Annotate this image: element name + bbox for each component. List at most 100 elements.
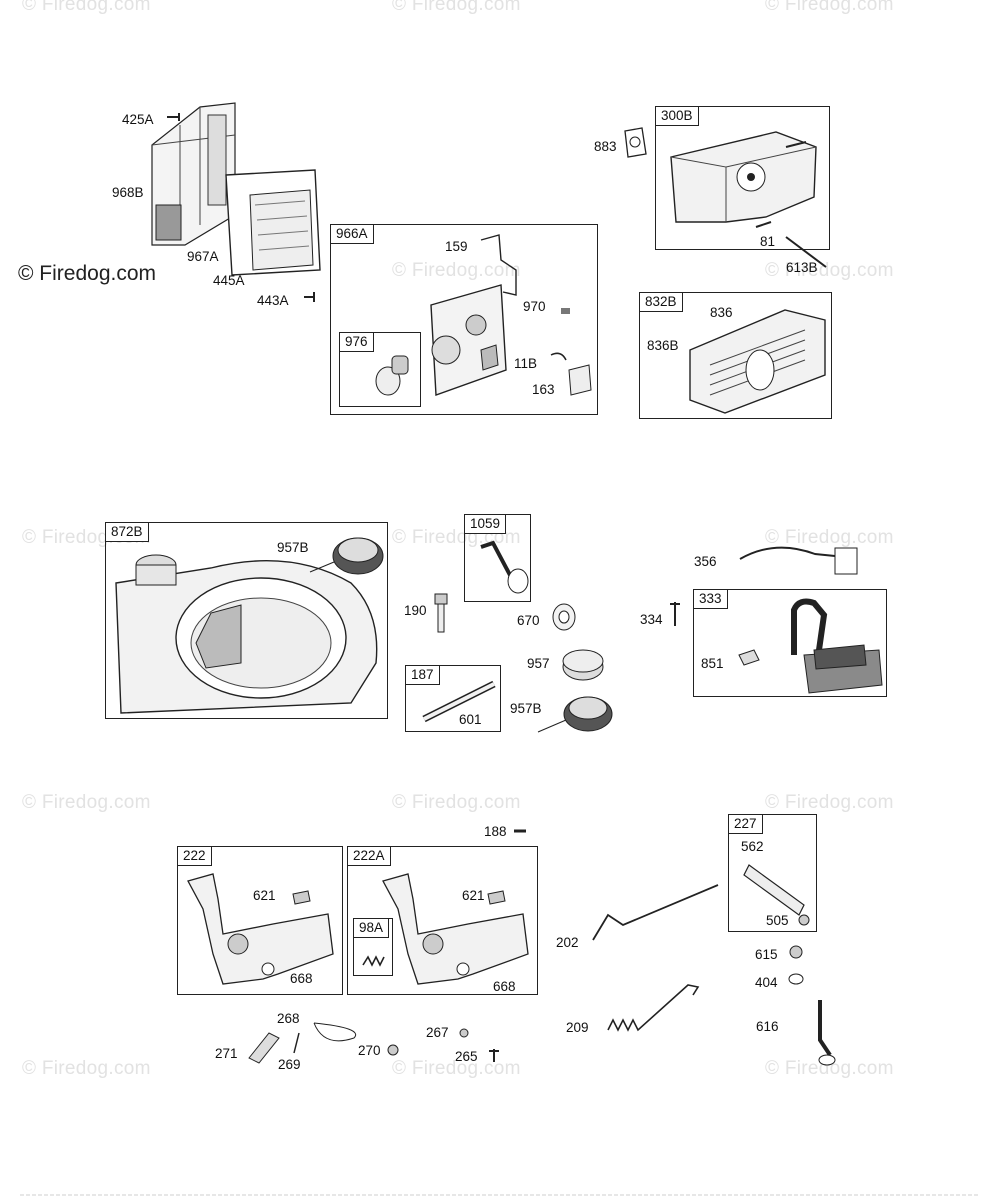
watermark: © Firedog.com <box>765 1058 894 1079</box>
watermark: © Firedog.com <box>392 1058 521 1079</box>
part-label: 270 <box>358 1043 381 1058</box>
carburetor-bracket-drawing <box>430 234 592 396</box>
part-label: 425A <box>122 112 154 127</box>
screw-icon <box>489 1049 499 1062</box>
part-label: 883 <box>594 139 617 154</box>
group-box-300B: 300B <box>655 106 830 268</box>
part-label: 957B <box>510 701 542 716</box>
part-label: 356 <box>694 554 717 569</box>
copyright-notice: © Firedog.com <box>18 262 157 285</box>
group-tag: 187 <box>405 665 440 685</box>
group-tag: 222 <box>177 846 212 866</box>
group-tag: 872B <box>105 522 149 542</box>
group-box-222: 222 <box>177 846 343 995</box>
primer-bulb-drawing <box>375 355 409 396</box>
nut-icon <box>789 945 803 959</box>
watermark: © Firedog.com <box>22 1058 151 1079</box>
group-box-832B: 832B <box>639 292 832 419</box>
part-label: 159 <box>445 239 468 254</box>
group-tag: 333 <box>693 589 728 609</box>
group-box-333: 333 <box>693 589 887 697</box>
blower-housing-drawing <box>115 554 378 714</box>
watermark: © Firedog.com <box>22 792 151 813</box>
rewind-starter-drawing <box>537 696 613 733</box>
nut-icon <box>387 1044 399 1056</box>
group-tag: 300B <box>655 106 699 126</box>
ground-wire-drawing <box>739 546 858 575</box>
part-label: 271 <box>215 1046 238 1061</box>
part-label: 836 <box>710 305 733 320</box>
footer-rule <box>20 1194 980 1196</box>
watermark: © Firedog.com <box>765 527 894 548</box>
group-tag: 832B <box>639 292 683 312</box>
group-box-227: 227 <box>728 814 817 932</box>
screw-icon <box>670 602 680 626</box>
part-label: 613B <box>786 260 818 275</box>
part-label: 190 <box>404 603 427 618</box>
throttle-control-drawing <box>248 1022 357 1064</box>
part-label: 562 <box>741 839 764 854</box>
part-label: 957 <box>527 656 550 671</box>
spring-drawing <box>362 955 385 967</box>
part-label: 668 <box>290 971 313 986</box>
group-box-872B: 872B <box>105 522 388 719</box>
part-label: 967A <box>187 249 219 264</box>
group-tag: 966A <box>330 224 374 244</box>
governor-spring-drawing <box>607 984 700 1032</box>
muffler-drawing <box>670 131 827 268</box>
group-box-966A: 966A 976 <box>330 224 598 415</box>
watermark: © Firedog.com <box>392 260 521 281</box>
part-label: 601 <box>459 712 482 727</box>
muffler-guard-drawing <box>689 309 826 414</box>
group-box-976: 976 <box>339 332 421 407</box>
part-label: 404 <box>755 975 778 990</box>
group-box-222A: 222A 98A <box>347 846 538 995</box>
watermark: © Firedog.com <box>392 792 521 813</box>
part-label: 836B <box>647 338 679 353</box>
part-label: 505 <box>766 913 789 928</box>
part-label: 268 <box>277 1011 300 1026</box>
watermark: © Firedog.com <box>22 0 151 15</box>
part-label: 615 <box>755 947 778 962</box>
ignition-armature-drawing <box>738 598 883 694</box>
group-box-1059: 1059 <box>464 514 531 602</box>
part-label: 851 <box>701 656 724 671</box>
control-bracket-drawing <box>187 873 334 985</box>
part-label: 621 <box>462 888 485 903</box>
part-label: 81 <box>760 234 776 249</box>
rewind-starter-drawing <box>309 537 384 575</box>
watermark: © Firedog.com <box>765 792 894 813</box>
part-label: 11B <box>514 356 538 371</box>
part-label: 188 <box>484 824 507 839</box>
group-tag: 227 <box>728 814 763 834</box>
part-label: 968B <box>112 185 144 200</box>
group-tag: 98A <box>353 918 390 938</box>
part-label: 445A <box>213 273 245 288</box>
watermark: © Firedog.com <box>765 260 894 281</box>
watermark: © Firedog.com <box>392 0 521 15</box>
part-label: 970 <box>523 299 546 314</box>
bolt-drawing <box>434 593 448 633</box>
spacer-drawing <box>552 603 576 631</box>
part-label: 269 <box>278 1057 301 1072</box>
part-label: 163 <box>532 382 555 397</box>
group-tag: 976 <box>339 332 374 352</box>
control-bracket-drawing <box>382 873 529 985</box>
part-label: 957B <box>277 540 309 555</box>
governor-lever-drawing <box>743 864 810 926</box>
screw-icon <box>167 113 180 121</box>
screw-icon <box>514 829 526 833</box>
part-label: 670 <box>517 613 540 628</box>
group-tag: 222A <box>347 846 391 866</box>
screw-icon <box>459 1028 469 1038</box>
group-box-98A: 98A <box>353 918 393 976</box>
part-label: 334 <box>640 612 663 627</box>
part-label: 443A <box>257 293 289 308</box>
bolt-washer-drawing <box>480 540 529 594</box>
part-label: 621 <box>253 888 276 903</box>
part-label: 209 <box>566 1020 589 1035</box>
governor-link-drawing <box>592 884 719 941</box>
group-box-187: 187 <box>405 665 501 732</box>
air-cleaner-base-drawing <box>151 102 321 276</box>
